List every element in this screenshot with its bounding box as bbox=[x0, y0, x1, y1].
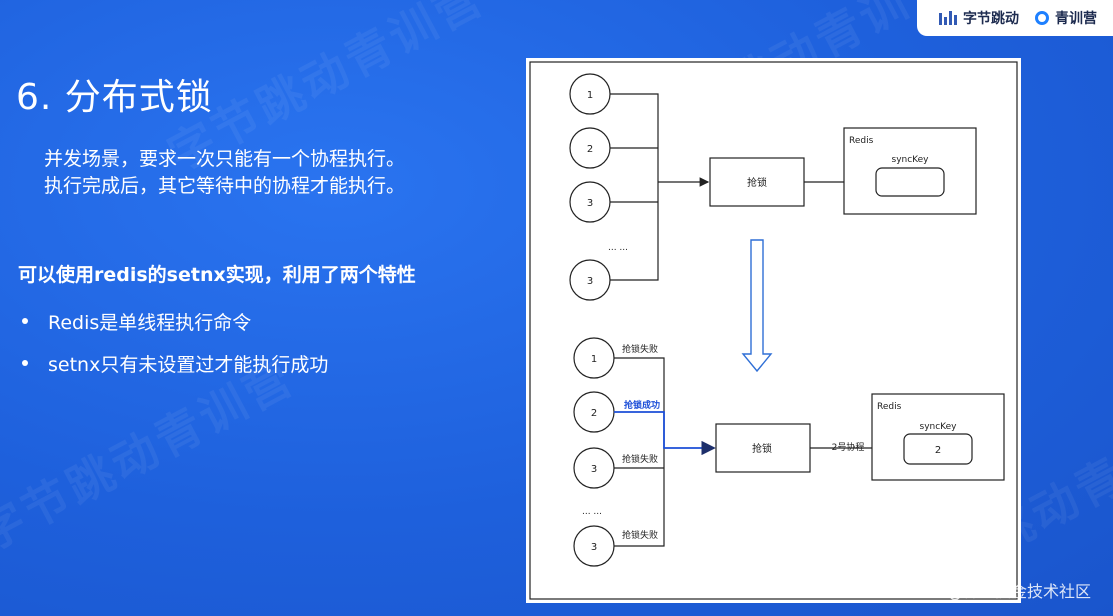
list-item: Redis是单线程执行命令 bbox=[18, 300, 328, 342]
bullet-text: Redis是单线程执行命令 bbox=[48, 311, 252, 334]
success-label: 抢锁成功 bbox=[624, 399, 660, 411]
qingxunying-brand: 青训营 bbox=[1035, 8, 1097, 28]
node-label: 3 bbox=[587, 276, 593, 287]
synckey-box bbox=[903, 433, 973, 465]
node-label: 2 bbox=[591, 408, 597, 419]
grab-lock-label: 抢锁 bbox=[747, 176, 767, 189]
ellipsis-label: ... ... bbox=[608, 243, 628, 253]
node-label: 1 bbox=[587, 90, 593, 101]
bytedance-label: 字节跳动 bbox=[963, 11, 1019, 27]
bytedance-logo-icon bbox=[939, 11, 957, 25]
description-line-1: 并发场景，要求一次只能有一个协程执行。 bbox=[44, 148, 406, 170]
slide-description: 并发场景，要求一次只能有一个协程执行。 执行完成后，其它等待中的协程才能执行。 bbox=[44, 146, 405, 200]
lock-diagram: 1 2 3 ... ... 3 抢锁 Redis syncKey 1 bbox=[526, 58, 1021, 603]
node-label: 3 bbox=[591, 464, 597, 475]
top-connector-lines bbox=[610, 93, 710, 281]
description-line-2: 执行完成后，其它等待中的协程才能执行。 bbox=[44, 175, 406, 197]
slide-title: 6. 分布式锁 bbox=[16, 77, 213, 118]
node-label: 1 bbox=[591, 354, 597, 365]
grab-lock-box bbox=[715, 423, 811, 473]
transition-arrow-icon bbox=[741, 239, 773, 373]
grab-lock-box bbox=[709, 157, 805, 207]
bullet-icon bbox=[22, 360, 28, 366]
fail-label: 抢锁失败 bbox=[622, 453, 658, 465]
grab-lock-label: 抢锁 bbox=[752, 442, 772, 455]
top-coroutine-nodes: 1 2 3 ... ... 3 bbox=[569, 73, 628, 301]
synckey-box bbox=[875, 167, 945, 197]
ellipsis-label: ... ... bbox=[582, 507, 602, 517]
bottom-connector-lines bbox=[614, 357, 665, 547]
fail-label: 抢锁失败 bbox=[622, 529, 658, 541]
bullet-icon bbox=[22, 318, 28, 324]
list-item: setnx只有未设置过才能执行成功 bbox=[18, 342, 328, 384]
footer-watermark: @稀土掘金技术社区 bbox=[946, 582, 1091, 601]
node-label: 3 bbox=[587, 198, 593, 209]
success-path bbox=[614, 411, 716, 456]
qingxunying-label: 青训营 bbox=[1055, 11, 1097, 27]
node-label: 3 bbox=[591, 542, 597, 553]
brand-bar: 字节跳动 青训营 bbox=[917, 0, 1113, 36]
synckey-label: syncKey bbox=[892, 155, 930, 165]
edge-label: 2号协程 bbox=[832, 441, 865, 453]
bytedance-brand: 字节跳动 bbox=[939, 8, 1019, 28]
redis-label: Redis bbox=[849, 136, 874, 146]
subheading: 可以使用redis的setnx实现，利用了两个特性 bbox=[18, 264, 416, 286]
bottom-coroutine-nodes: 1 2 3 ... ... 3 bbox=[573, 337, 615, 567]
bullet-text: setnx只有未设置过才能执行成功 bbox=[48, 353, 329, 376]
diagram-frame bbox=[529, 61, 1018, 600]
qingxunying-logo-icon bbox=[1035, 11, 1049, 25]
redis-label: Redis bbox=[877, 402, 902, 412]
node-label: 2 bbox=[587, 144, 593, 155]
fail-label: 抢锁失败 bbox=[622, 343, 658, 355]
redis-box bbox=[871, 393, 1005, 481]
feature-list: Redis是单线程执行命令 setnx只有未设置过才能执行成功 bbox=[18, 300, 328, 384]
synckey-label: syncKey bbox=[920, 422, 958, 432]
synckey-value: 2 bbox=[935, 445, 941, 456]
